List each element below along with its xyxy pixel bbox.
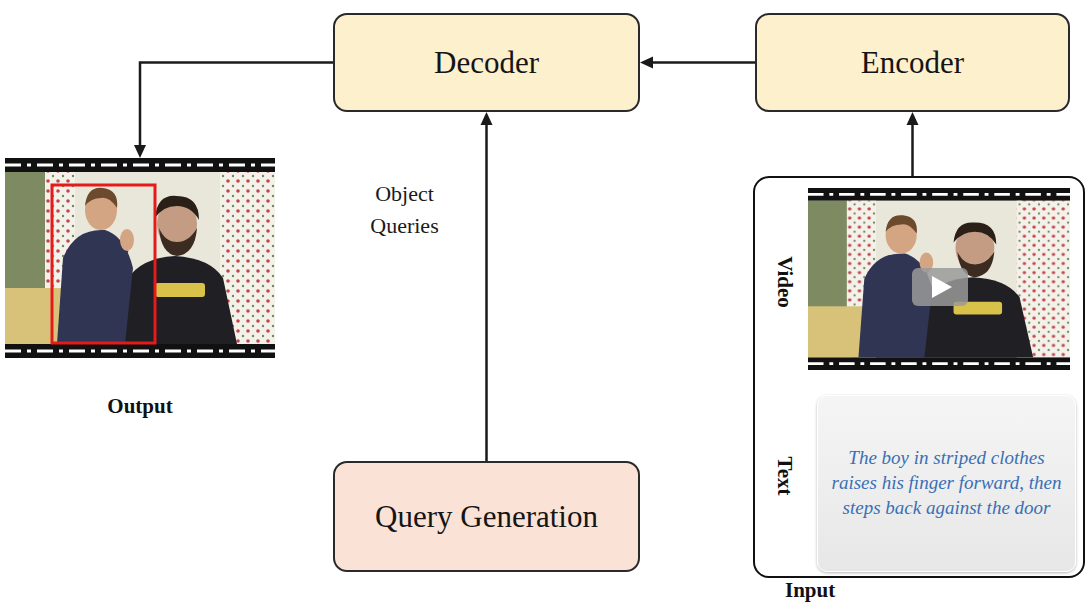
play-icon [932, 276, 952, 298]
input-panel: InputVideoTextThe boy in striped clothes… [753, 176, 1085, 578]
decoder-box: Decoder [333, 13, 640, 112]
arrow-head [134, 145, 146, 158]
arrow-head [640, 57, 653, 69]
arrow-head [907, 112, 919, 125]
flow-arrow [481, 112, 493, 461]
arrow-line [652, 61, 755, 64]
input-caption: Input [785, 580, 835, 601]
arrow-line [140, 63, 333, 147]
input-video-frame [808, 188, 1070, 370]
output-caption: Output [5, 396, 275, 417]
video-tag: Video [774, 256, 795, 308]
text-tag: Text [774, 457, 795, 496]
edge-label: Object Queries [349, 178, 461, 242]
query-generation-box: Query Generation [333, 461, 640, 572]
box-label: Decoder [434, 45, 539, 81]
box-label: Query Generation [375, 499, 598, 535]
box-label: Encoder [861, 45, 964, 81]
output-video-frame [5, 158, 275, 358]
flow-arrow [134, 63, 333, 159]
play-button [912, 268, 968, 306]
arrow-line [485, 124, 488, 461]
arrow-head [481, 112, 493, 125]
encoder-box: Encoder [755, 13, 1070, 112]
output-frame: Output [5, 158, 275, 358]
flow-arrow [907, 112, 919, 176]
arrow-line [911, 124, 914, 176]
text-query-box: The boy in striped clothes raises his fi… [817, 395, 1076, 572]
bounding-box [52, 185, 155, 343]
query-sentence: The boy in striped clothes raises his fi… [828, 446, 1065, 520]
flow-arrow [640, 57, 755, 69]
